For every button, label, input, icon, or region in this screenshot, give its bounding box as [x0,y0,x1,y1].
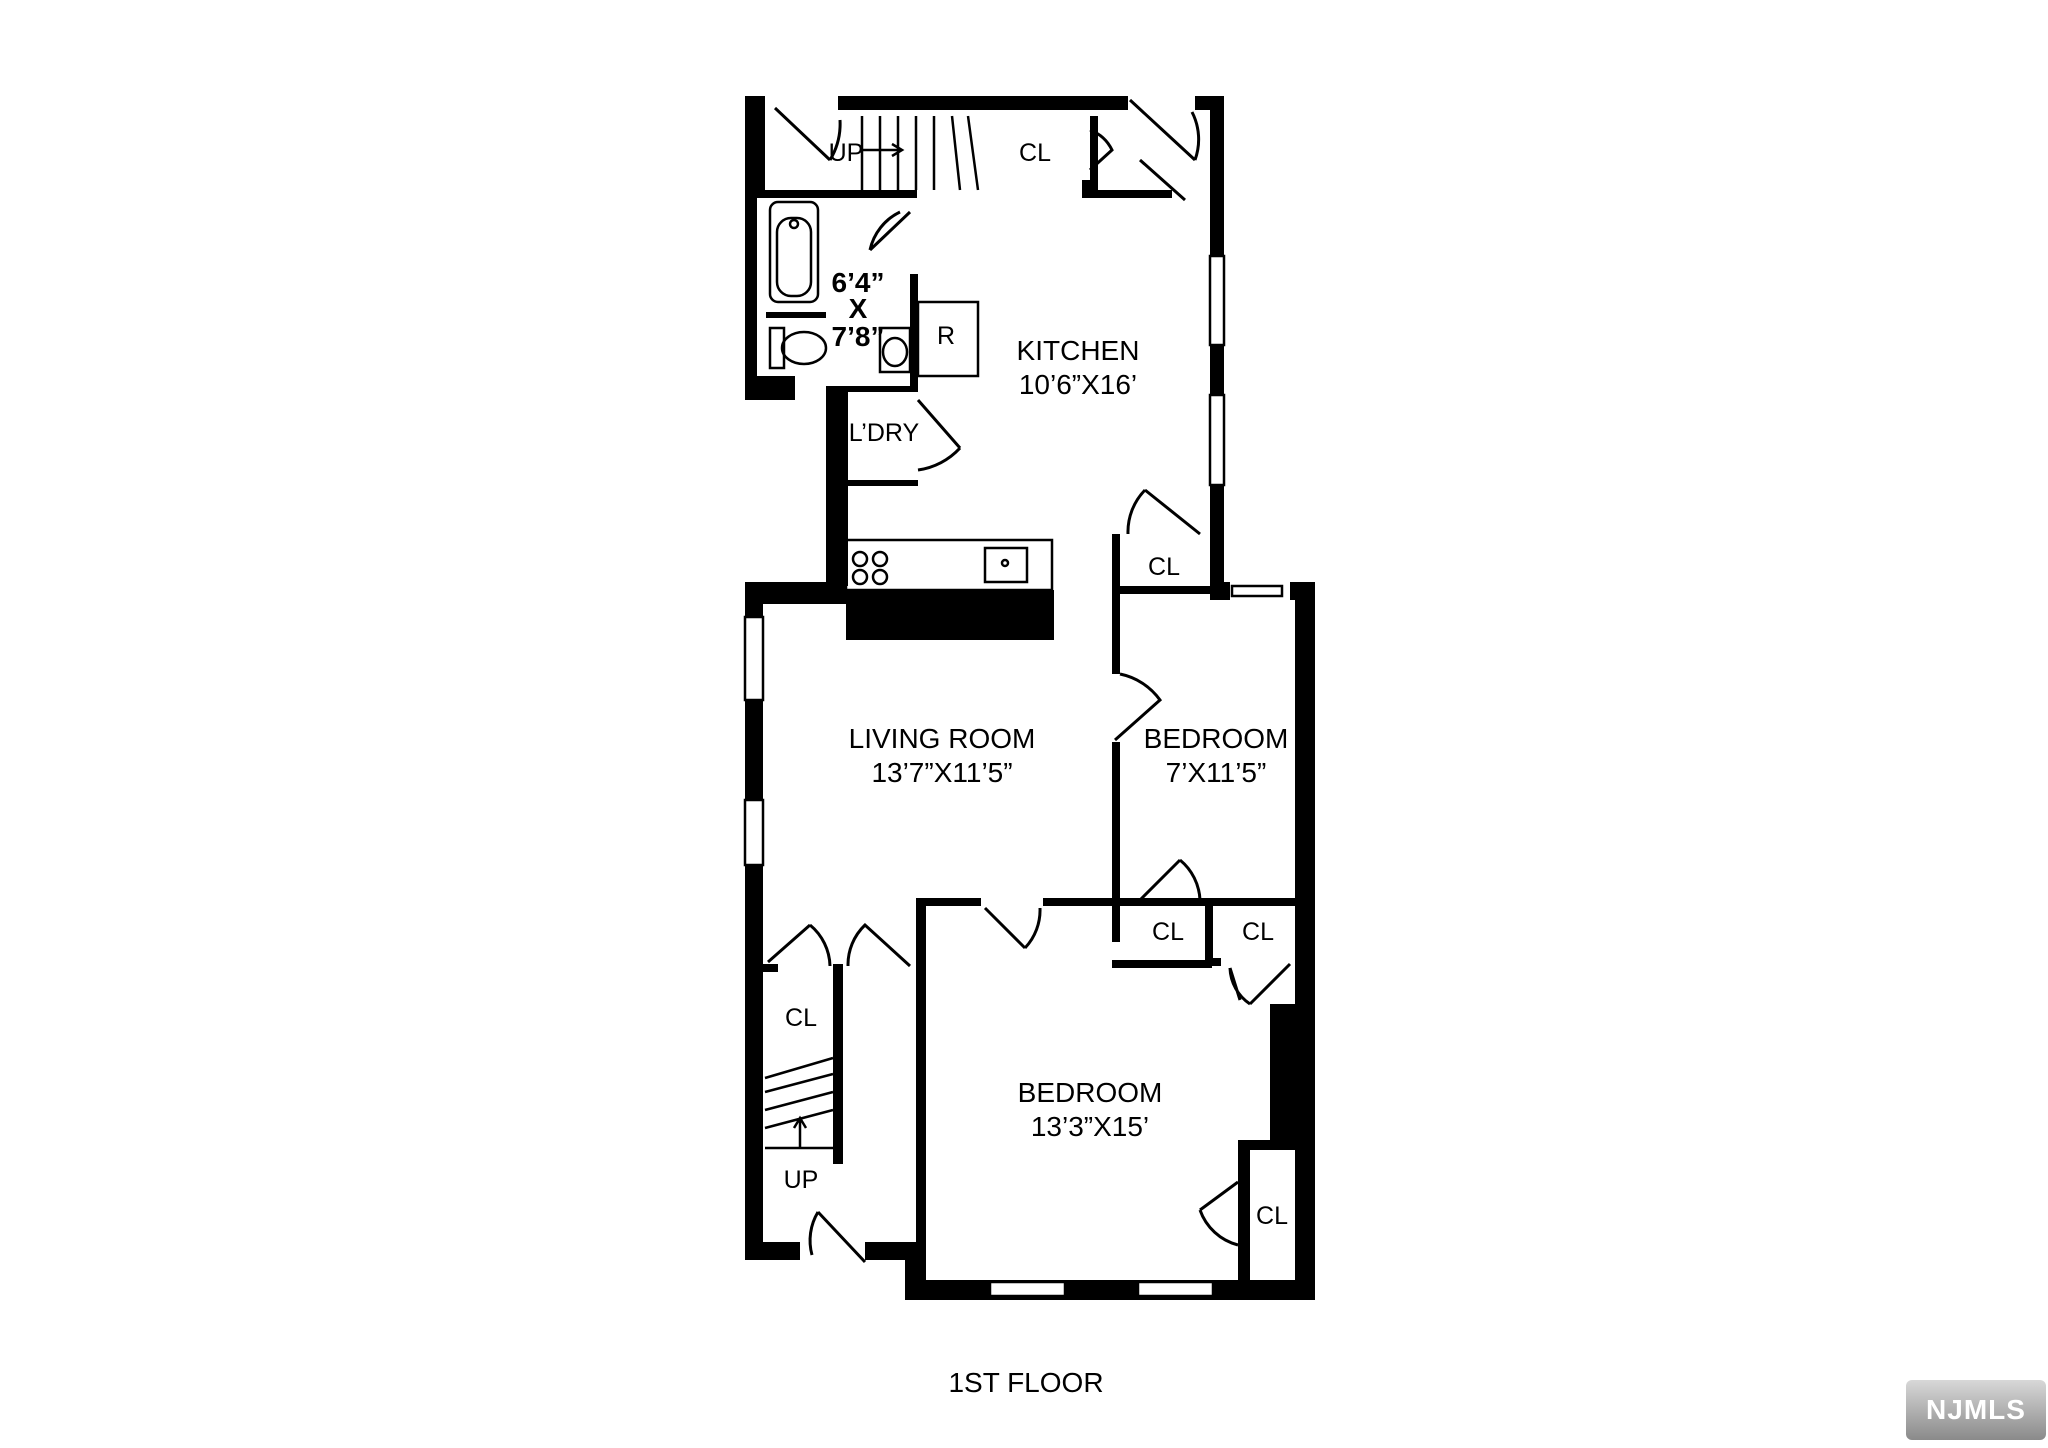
stairs [764,115,980,1150]
closet-hall-label: CL [785,1004,817,1032]
living-room-size-label: 13’7”X11’5” [871,757,1012,788]
closet-top-label: CL [1019,139,1051,167]
bedroom-large-name-label: BEDROOM [1018,1077,1163,1108]
closet-bed-c-label: CL [1256,1202,1288,1230]
closet-bed-a-label: CL [1152,918,1184,946]
kitchen-name-label: KITCHEN [1017,335,1140,366]
kitchen-size-label: 10’6”X16’ [1019,369,1137,400]
doors [767,98,1292,1264]
floor-label: 1ST FLOOR [948,1367,1103,1398]
logo-text: NJMLS [1926,1394,2026,1425]
closet-bed-b-label: CL [1242,918,1274,946]
bedroom-small-name-label: BEDROOM [1144,723,1289,754]
bath-height-label: 7’8” [832,321,885,352]
closet-kitchen-label: CL [1148,553,1180,581]
bath-x-label: X [849,293,868,324]
njmls-logo: NJMLS [1906,1380,2046,1440]
windows [743,254,1284,1298]
bedroom-large-size-label: 13’3”X15’ [1031,1111,1149,1142]
interior-walls [757,116,1298,1286]
refrigerator-label: R [937,322,955,350]
bedroom-small-size-label: 7’X11’5” [1166,757,1267,788]
bath-width-label: 6’4” [832,267,885,298]
stair-up-top-label: UP [829,139,864,167]
fixtures [768,200,1054,592]
stair-up-bottom-label: UP [784,1166,819,1194]
room-labels: UP CL 6’4” X 7’8” R KITCHEN 10’6”X16’ L’… [784,139,1289,1230]
exterior-walls [745,96,1315,1300]
laundry-label: L’DRY [849,419,920,447]
living-room-name-label: LIVING ROOM [849,723,1036,754]
